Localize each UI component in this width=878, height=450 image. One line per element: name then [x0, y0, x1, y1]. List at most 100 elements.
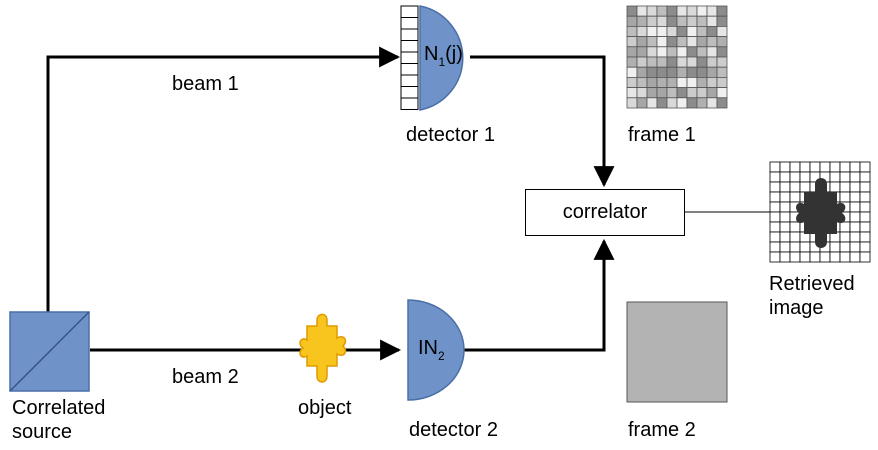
source-label-line-1: Correlated [12, 397, 106, 419]
frame-1-cell [716, 66, 728, 78]
retrieved-cell [789, 221, 801, 233]
frame-1-cell [656, 56, 668, 68]
frame-1-cell [646, 87, 658, 99]
frame-1-cell [686, 15, 698, 27]
frame-1-cell [676, 46, 688, 58]
beam-1-path [46, 46, 401, 312]
correlator-label: correlator [562, 201, 648, 223]
retrieved-cell [789, 181, 801, 193]
detector-1-pixel-array [400, 5, 419, 110]
frame-1-cell [706, 5, 718, 17]
frame-1-cell [676, 36, 688, 48]
retrieved-cell [849, 241, 861, 253]
retrieved-cell [789, 251, 801, 263]
correlator-box: correlator [525, 189, 685, 236]
object-label: object [298, 397, 352, 419]
frame-1-cell [706, 25, 718, 37]
frame-1-cell [696, 36, 708, 48]
frame-1-cell [686, 87, 698, 99]
retrieved-cell [799, 181, 811, 193]
retrieved-cell [859, 201, 871, 213]
retrieved-cell [769, 211, 781, 223]
detector-2-icon [407, 299, 465, 401]
frame-1-cell [656, 25, 668, 37]
frame-1-cell [716, 25, 728, 37]
frame-1-cell [706, 77, 718, 89]
retrieved-cell [849, 191, 861, 203]
retrieved-cell [799, 241, 811, 253]
frame-1-cell [686, 5, 698, 17]
retrieved-cell [849, 181, 861, 193]
frame-1-cell [716, 87, 728, 99]
retrieved-cell [839, 221, 851, 233]
retrieved-cell [829, 171, 841, 183]
frame-1-cell [646, 97, 658, 109]
frame-1-cell [626, 36, 638, 48]
frame-1-cell [706, 87, 718, 99]
frame-1-cell [626, 25, 638, 37]
retrieved-cell [829, 181, 841, 193]
object-puzzle-icon [299, 313, 347, 383]
frame-1-cell [676, 97, 688, 109]
retrieved-cell [849, 211, 861, 223]
detector-1-icon [419, 5, 464, 111]
detector-2-label: detector 2 [409, 419, 498, 441]
frame-1-cell [666, 66, 678, 78]
frame-1-cell [636, 5, 648, 17]
frame-1-cell [706, 36, 718, 48]
retrieved-cell [829, 241, 841, 253]
frame-1-cell [706, 56, 718, 68]
retrieved-cell [849, 201, 861, 213]
frame-1-cell [706, 15, 718, 27]
retrieved-cell [799, 251, 811, 263]
frame-1-label: frame 1 [628, 124, 696, 146]
frame-1-cell [696, 87, 708, 99]
frame-1-cell [686, 77, 698, 89]
retrieved-cell [789, 161, 801, 173]
retrieved-cell [839, 241, 851, 253]
retrieved-image-label-line-1: Retrieved [769, 273, 855, 295]
retrieved-cell [839, 231, 851, 243]
frame-1-cell [656, 66, 668, 78]
frame-1-cell [626, 46, 638, 58]
frame-1-cell [646, 46, 658, 58]
detector-1-label: detector 1 [406, 124, 495, 146]
frame-1-cell [676, 25, 688, 37]
frame-1-cell [716, 5, 728, 17]
detector-1-symbol-arg: (j) [445, 43, 463, 65]
retrieved-cell [779, 181, 791, 193]
detector-2-symbol: IN2 [418, 337, 445, 364]
beam-1-label: beam 1 [172, 73, 239, 95]
retrieved-cell [829, 251, 841, 263]
retrieved-image-label-line-2: image [769, 297, 824, 319]
detector-2-symbol-sub: 2 [438, 349, 445, 363]
retrieved-cell [769, 241, 781, 253]
frame-1-cell [656, 77, 668, 89]
frame-1-cell [676, 56, 688, 68]
retrieved-cell [779, 251, 791, 263]
detector-pixel [400, 40, 419, 53]
frame-1-cell [666, 56, 678, 68]
retrieved-cell [769, 181, 781, 193]
beam-2-label: beam 2 [172, 366, 239, 388]
frame-1-cell [646, 25, 658, 37]
frame-1-cell [696, 25, 708, 37]
retrieved-cell [779, 241, 791, 253]
frame-1-cell [646, 15, 658, 27]
retrieved-cell [769, 221, 781, 233]
frame-1-cell [636, 87, 648, 99]
frame-1-cell [656, 87, 668, 99]
retrieved-cell [789, 231, 801, 243]
retrieved-cell [779, 211, 791, 223]
retrieved-cell [839, 161, 851, 173]
frame-1-cell [686, 46, 698, 58]
frame-2-image [626, 301, 728, 403]
retrieved-cell [849, 251, 861, 263]
retrieved-cell [859, 241, 871, 253]
detector-2-output-path [462, 238, 615, 352]
frame-1-cell [706, 97, 718, 109]
frame-2-label: frame 2 [628, 419, 696, 441]
frame-1-cell [696, 77, 708, 89]
retrieved-cell [779, 201, 791, 213]
retrieved-cell [769, 231, 781, 243]
